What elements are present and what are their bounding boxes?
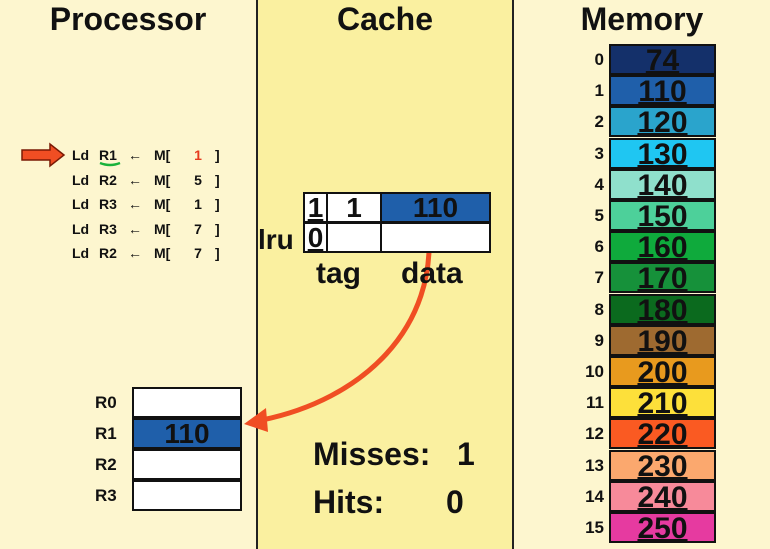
processor-panel: Processor bbox=[0, 0, 258, 549]
memory-address: 12 bbox=[585, 424, 604, 444]
register-value-r1: 110 bbox=[132, 418, 242, 449]
memory-cell: 190 bbox=[609, 324, 716, 356]
mem-prefix: M[ bbox=[154, 147, 171, 163]
assign-arrow-icon: ← bbox=[128, 147, 142, 163]
memory-address: 4 bbox=[594, 174, 604, 194]
register-value-r3 bbox=[132, 480, 242, 511]
mem-prefix: M[ bbox=[154, 220, 171, 237]
mem-suffix: ] bbox=[215, 196, 220, 212]
memory-address: 7 bbox=[594, 268, 604, 288]
instruction-address: 7 bbox=[194, 245, 202, 261]
register-label: R2 bbox=[95, 455, 117, 474]
instruction-op: Ld bbox=[72, 245, 90, 261]
mem-suffix: ] bbox=[215, 171, 220, 188]
instruction-reg: R1 bbox=[99, 147, 117, 163]
cache-line-1-tag bbox=[326, 222, 382, 253]
mem-suffix: ] bbox=[215, 245, 220, 261]
memory-address: 11 bbox=[586, 393, 604, 413]
register-label: R3 bbox=[95, 486, 117, 505]
cache-line-1-valid: 0 bbox=[303, 222, 328, 253]
mem-prefix: M[ bbox=[154, 196, 171, 212]
memory-title: Memory bbox=[580, 1, 704, 37]
memory-address: 8 bbox=[594, 299, 604, 319]
cache-line-0-data: 110 bbox=[380, 192, 491, 223]
memory-cell: 140 bbox=[609, 168, 716, 200]
memory-cell: 220 bbox=[609, 418, 716, 450]
memory-address: 6 bbox=[594, 237, 604, 257]
data-column-label: data bbox=[401, 257, 463, 290]
instruction-row: Ld R1 ← M[ 1] bbox=[72, 144, 220, 166]
assign-arrow-icon: ← bbox=[128, 245, 142, 261]
misses-label: Misses: bbox=[313, 436, 431, 472]
memory-cell: 120 bbox=[609, 106, 716, 138]
cache-line-1-data bbox=[380, 222, 491, 253]
mem-prefix: M[ bbox=[154, 245, 171, 261]
lru-label: lru bbox=[258, 224, 294, 255]
memory-cell: 130 bbox=[609, 137, 716, 169]
hits-count: 0 bbox=[446, 484, 464, 520]
memory-cell: 74 bbox=[609, 44, 716, 76]
memory-cell: 210 bbox=[609, 387, 716, 419]
cache-line-0-tag: 1 bbox=[326, 192, 382, 223]
memory-cell: 180 bbox=[609, 293, 716, 325]
instruction-op: Ld bbox=[72, 147, 90, 163]
mem-prefix: M[ bbox=[154, 171, 171, 188]
processor-title: Processor bbox=[49, 1, 207, 37]
instruction-address: 5 bbox=[194, 171, 202, 188]
memory-address: 15 bbox=[585, 518, 604, 537]
memory-cell: 250 bbox=[609, 512, 716, 544]
register-value-r0 bbox=[132, 387, 242, 418]
memory-cell: 110 bbox=[609, 75, 716, 107]
instruction-reg: R3 bbox=[99, 196, 117, 212]
instruction-reg: R2 bbox=[99, 245, 117, 261]
memory-cell: 160 bbox=[609, 231, 716, 263]
register-label: R1 bbox=[95, 424, 117, 443]
memory-cell: 230 bbox=[609, 449, 716, 481]
hits-label: Hits: bbox=[313, 484, 385, 520]
memory-address: 0 bbox=[594, 50, 604, 69]
instruction-row: Ld R3 ← M[ 7] bbox=[72, 218, 220, 240]
register-label: R0 bbox=[95, 393, 117, 412]
memory-address: 13 bbox=[585, 455, 604, 475]
cache-line-0-valid: 1 bbox=[303, 192, 328, 223]
memory-address: 5 bbox=[594, 206, 604, 225]
assign-arrow-icon: ← bbox=[128, 196, 142, 212]
instruction-reg: R3 bbox=[99, 220, 117, 237]
memory-cell: 150 bbox=[609, 200, 716, 232]
cache-title: Cache bbox=[336, 1, 434, 37]
instruction-row: Ld R2 ← M[ 7] bbox=[72, 242, 220, 264]
instruction-address: 7 bbox=[194, 220, 202, 237]
assign-arrow-icon: ← bbox=[128, 171, 142, 188]
memory-address: 1 bbox=[594, 81, 604, 101]
instruction-address: 1 bbox=[194, 147, 202, 163]
memory-cell: 240 bbox=[609, 480, 716, 512]
instruction-reg: R2 bbox=[99, 171, 117, 188]
memory-cell: 170 bbox=[609, 262, 716, 294]
assign-arrow-icon: ← bbox=[128, 220, 142, 237]
tag-column-label: tag bbox=[316, 257, 361, 290]
memory-address: 10 bbox=[585, 362, 604, 381]
memory-address: 9 bbox=[594, 330, 604, 350]
instruction-op: Ld bbox=[72, 171, 90, 188]
instruction-op: Ld bbox=[72, 196, 90, 212]
instruction-op: Ld bbox=[72, 220, 90, 237]
instruction-row: Ld R3 ← M[ 1] bbox=[72, 193, 220, 215]
instruction-address: 1 bbox=[194, 196, 202, 212]
memory-cell: 200 bbox=[609, 356, 716, 388]
mem-suffix: ] bbox=[215, 147, 220, 163]
mem-suffix: ] bbox=[215, 220, 220, 237]
instruction-row: Ld R2 ← M[ 5] bbox=[72, 169, 220, 191]
memory-address: 2 bbox=[594, 112, 604, 132]
memory-address: 14 bbox=[585, 486, 604, 506]
memory-address: 3 bbox=[594, 143, 604, 163]
misses-count: 1 bbox=[457, 436, 475, 472]
register-value-r2 bbox=[132, 449, 242, 480]
